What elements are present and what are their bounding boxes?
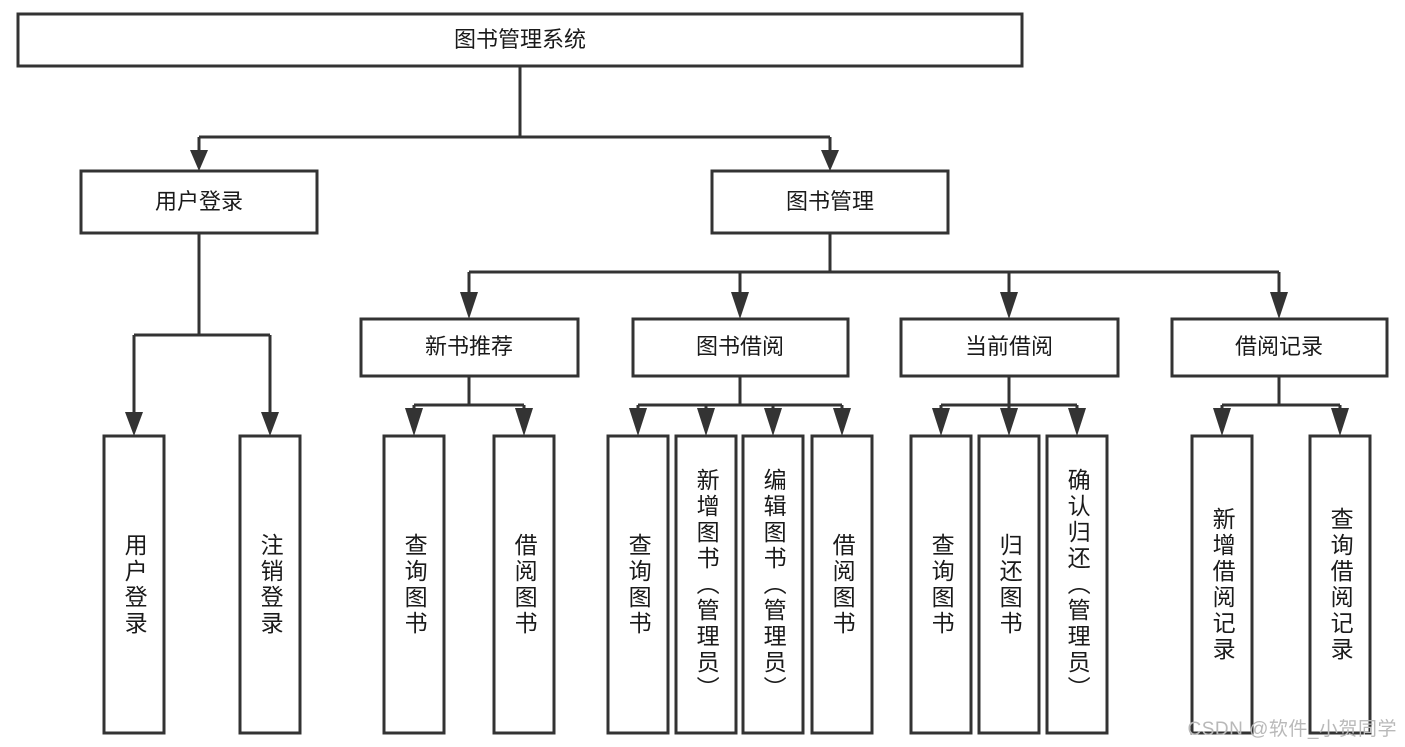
leaf-query-record-label: 查询借阅记录 — [1327, 506, 1354, 663]
connector-group-currentborrow-to-leaves — [932, 376, 1086, 436]
connector-group-bookmanage-to-level3 — [460, 233, 1288, 319]
arrow-head-leaf-query-book-3 — [932, 408, 950, 436]
arrow-head-leaf-borrow-book-1 — [515, 408, 533, 436]
leaf-box-add-record[interactable] — [1190, 434, 1254, 735]
leaf-box-add-book[interactable] — [674, 434, 738, 735]
node-current-borrow[interactable]: 当前借阅 — [899, 317, 1120, 378]
arrow-head-leaf-query-book-2 — [629, 408, 647, 436]
leaf-edit-book-label: 编辑图书（管理员） — [760, 467, 787, 702]
leaf-return-book-label: 归还图书 — [996, 532, 1023, 637]
node-root[interactable]: 图书管理系统 — [16, 12, 1024, 68]
leaf-box-return-book[interactable] — [977, 434, 1041, 735]
leaf-confirm-return[interactable]: 确认归还（管理员） — [1047, 436, 1107, 733]
node-current-borrow-box[interactable] — [899, 317, 1120, 378]
connector-group-userlogin-to-leaves — [125, 233, 279, 436]
arrow-head-to-borrow-record — [1270, 292, 1288, 319]
leaf-edit-book[interactable]: 编辑图书（管理员） — [743, 436, 803, 733]
leaf-box-confirm-return[interactable] — [1045, 434, 1109, 735]
leaf-query-book-3-label: 查询图书 — [928, 532, 955, 637]
arrow-head-leaf-user-login — [125, 412, 143, 436]
node-borrow-record-label: 借阅记录 — [1235, 334, 1323, 359]
node-user-login[interactable]: 用户登录 — [79, 169, 319, 235]
arrow-head-to-current-borrow — [1000, 292, 1018, 319]
arrow-head-leaf-borrow-book-2 — [833, 408, 851, 436]
connector-group-bookborrow-to-leaves — [629, 376, 851, 436]
node-user-login-box[interactable] — [79, 169, 319, 235]
leaf-query-book-2[interactable]: 查询图书 — [608, 436, 668, 733]
arrow-head-leaf-add-book — [697, 408, 715, 436]
arrow-head-leaf-logout — [261, 412, 279, 436]
leaf-add-book-label: 新增图书（管理员） — [693, 467, 720, 702]
node-book-manage-box[interactable] — [710, 169, 950, 235]
leaf-query-book-3[interactable]: 查询图书 — [911, 436, 971, 733]
connector-group-newbook-to-leaves — [405, 376, 533, 436]
arrow-head-leaf-add-record — [1213, 408, 1231, 436]
leaf-borrow-book-1[interactable]: 借阅图书 — [494, 436, 554, 733]
leaf-borrow-book-2[interactable]: 借阅图书 — [812, 436, 872, 733]
node-root-label: 图书管理系统 — [454, 27, 586, 52]
node-book-borrow[interactable]: 图书借阅 — [631, 317, 850, 378]
leaf-box-logout[interactable] — [238, 434, 302, 735]
node-book-borrow-label: 图书借阅 — [696, 334, 784, 359]
arrow-head-leaf-confirm-return — [1068, 408, 1086, 436]
leaf-user-login[interactable]: 用户登录 — [104, 436, 164, 733]
leaf-box-query-book-2[interactable] — [606, 434, 670, 735]
arrow-head-to-user-login — [190, 150, 208, 171]
leaf-return-book[interactable]: 归还图书 — [979, 436, 1039, 733]
node-borrow-record-box[interactable] — [1170, 317, 1389, 378]
node-current-borrow-label: 当前借阅 — [965, 334, 1053, 359]
leaf-borrow-book-2-label: 借阅图书 — [829, 532, 856, 637]
node-new-book-recommend[interactable]: 新书推荐 — [359, 317, 580, 378]
leaf-box-borrow-book-2[interactable] — [810, 434, 874, 735]
arrow-head-leaf-edit-book — [764, 408, 782, 436]
leaf-query-book-1[interactable]: 查询图书 — [384, 436, 444, 733]
leaf-query-book-2-label: 查询图书 — [625, 532, 652, 637]
leaf-logout[interactable]: 注销登录 — [240, 436, 300, 733]
leaf-borrow-book-1-label: 借阅图书 — [511, 532, 538, 637]
node-book-manage[interactable]: 图书管理 — [710, 169, 950, 235]
arrow-head-leaf-return-book — [1000, 408, 1018, 436]
leaf-add-record[interactable]: 新增借阅记录 — [1192, 436, 1252, 733]
leaf-box-user-login[interactable] — [102, 434, 166, 735]
node-user-login-label: 用户登录 — [155, 189, 243, 214]
leaf-add-book[interactable]: 新增图书（管理员） — [676, 436, 736, 733]
node-book-manage-label: 图书管理 — [786, 189, 874, 214]
node-root-box[interactable] — [16, 12, 1024, 68]
leaf-box-query-book-1[interactable] — [382, 434, 446, 735]
connector-group-root-to-level2 — [190, 66, 839, 171]
arrow-head-to-book-borrow — [731, 292, 749, 319]
arrow-head-to-book-manage — [821, 150, 839, 171]
leaf-box-edit-book[interactable] — [741, 434, 805, 735]
leaf-box-query-record[interactable] — [1308, 434, 1372, 735]
leaf-add-record-label: 新增借阅记录 — [1209, 506, 1236, 663]
node-borrow-record[interactable]: 借阅记录 — [1170, 317, 1389, 378]
leaf-box-group — [102, 434, 1372, 735]
leaf-box-query-book-3[interactable] — [909, 434, 973, 735]
watermark-text: CSDN @软件_小贺同学 — [1187, 719, 1397, 740]
node-book-borrow-box[interactable] — [631, 317, 850, 378]
node-new-book-recommend-box[interactable] — [359, 317, 580, 378]
leaf-logout-label: 注销登录 — [257, 532, 284, 637]
arrow-head-to-new-book — [460, 292, 478, 319]
leaf-query-record[interactable]: 查询借阅记录 — [1310, 436, 1370, 733]
leaf-query-book-1-label: 查询图书 — [401, 532, 428, 637]
leaf-user-login-label: 用户登录 — [121, 532, 148, 637]
arrow-head-leaf-query-book-1 — [405, 408, 423, 436]
arrow-head-leaf-query-record — [1331, 408, 1349, 436]
leaf-box-borrow-book-1[interactable] — [492, 434, 556, 735]
connector-group-borrowrecord-to-leaves — [1213, 376, 1349, 436]
node-new-book-recommend-label: 新书推荐 — [425, 334, 513, 359]
leaf-confirm-return-label: 确认归还（管理员） — [1064, 467, 1091, 702]
